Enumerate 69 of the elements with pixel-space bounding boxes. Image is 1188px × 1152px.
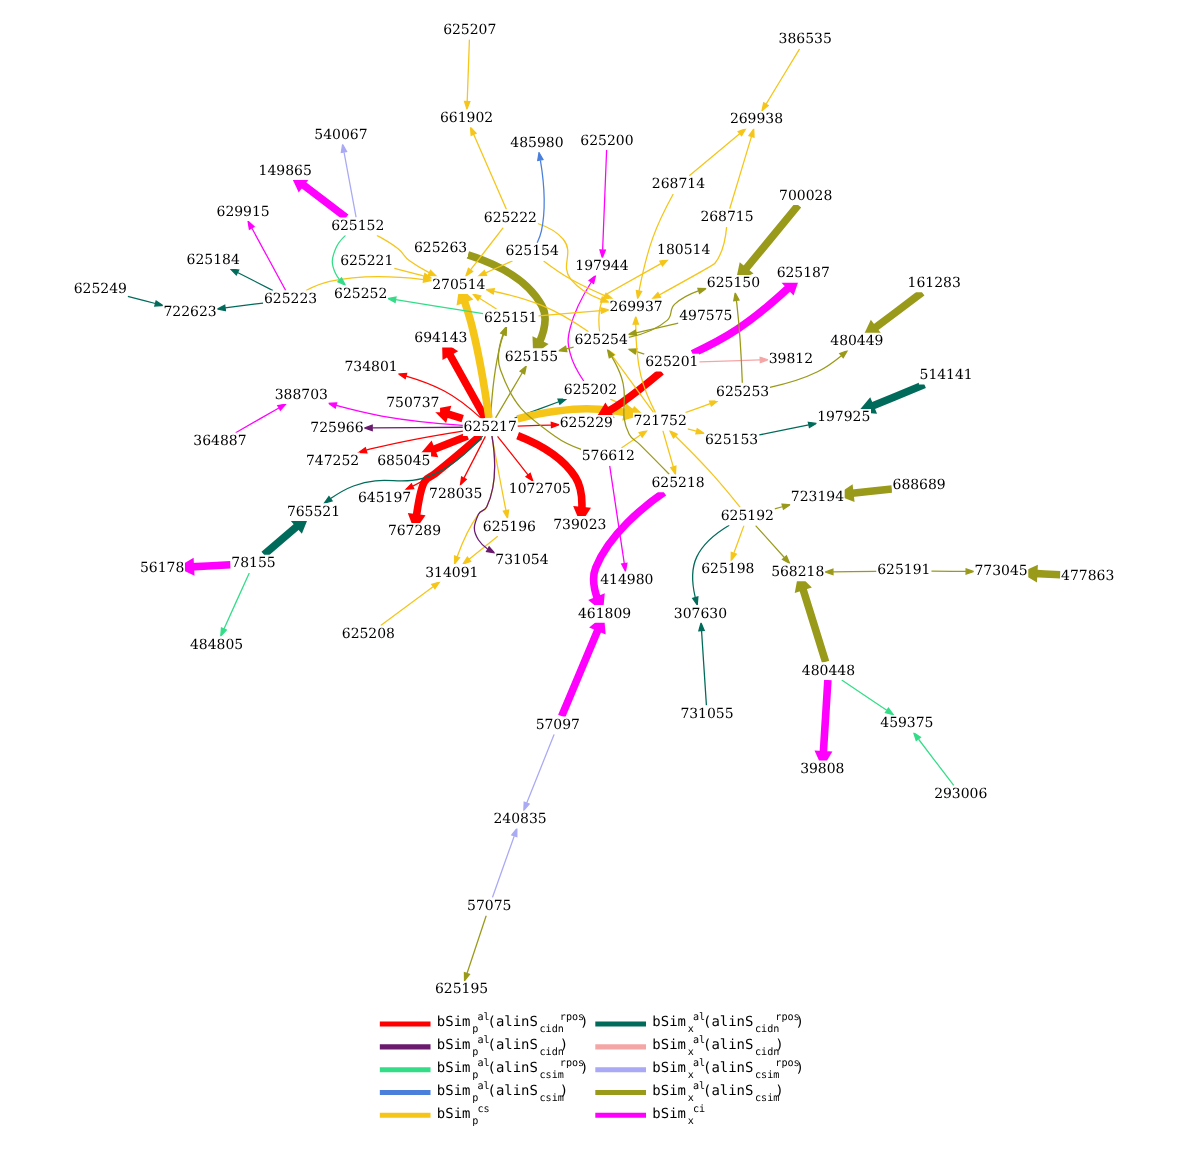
arrow (537, 307, 611, 317)
arrow (536, 150, 545, 244)
arrow (290, 175, 349, 221)
arrow (326, 402, 464, 427)
arrow (609, 465, 628, 574)
arrow (686, 427, 706, 435)
arrow (476, 260, 514, 277)
arrow (229, 268, 274, 292)
arrow (491, 826, 518, 899)
arrow (356, 430, 464, 454)
arrow (930, 567, 976, 575)
arrow (516, 403, 641, 423)
arrow (432, 405, 464, 423)
arrow (247, 219, 287, 292)
arrow (471, 293, 498, 310)
arrow (235, 403, 288, 434)
arrow (386, 296, 484, 315)
arrow (620, 429, 649, 449)
arrow (215, 302, 264, 312)
arrow (668, 429, 741, 509)
arrow (732, 291, 743, 384)
arrow (516, 421, 561, 429)
arrow (305, 275, 434, 292)
arrow (523, 733, 555, 812)
arrow (628, 287, 708, 339)
arrow (650, 226, 728, 300)
arrow (494, 364, 528, 419)
arrow (380, 580, 441, 627)
arrow (595, 368, 664, 420)
arrow (912, 731, 955, 787)
arrow (543, 260, 614, 300)
arrow (496, 435, 535, 483)
arrow (761, 48, 801, 113)
arrow (362, 424, 464, 432)
arrow (730, 524, 745, 563)
arrow (419, 432, 469, 458)
arrow (662, 430, 677, 477)
arrow (396, 372, 482, 419)
arrow (698, 356, 770, 364)
arrow (459, 435, 487, 487)
arrow (261, 515, 309, 558)
arrow (491, 435, 510, 520)
arrow (469, 125, 508, 211)
arrow (331, 234, 347, 287)
arrow (698, 621, 708, 707)
arrow (688, 127, 748, 177)
arrow (691, 524, 730, 607)
arrow (857, 381, 926, 414)
arrow (464, 226, 504, 278)
arrow (340, 142, 357, 218)
arrow (758, 421, 819, 436)
arrow (473, 435, 497, 554)
arrow (463, 914, 487, 983)
arrow (862, 289, 925, 338)
arrow (461, 535, 499, 566)
arrow (823, 568, 878, 576)
arrow (841, 679, 895, 716)
arrow (729, 127, 755, 210)
arrow (376, 234, 438, 277)
arrow (463, 38, 471, 112)
arrow (127, 295, 165, 307)
arrow (684, 400, 720, 414)
arrow (635, 193, 674, 301)
arrow (599, 149, 608, 260)
arrow (690, 277, 800, 358)
arrow (755, 524, 791, 565)
arrow (626, 322, 679, 337)
arrow (773, 503, 792, 511)
arrow (219, 572, 250, 638)
